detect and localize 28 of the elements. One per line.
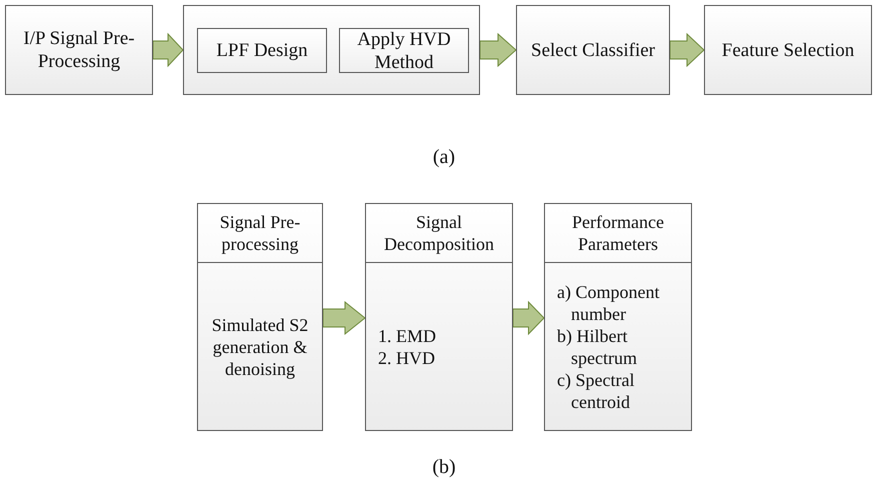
box-text: LPF Design — [216, 39, 308, 62]
box-heading: Signal Decomposition — [383, 211, 495, 255]
subfigure-label: (a) — [432, 145, 456, 170]
subfigure-label: (b) — [432, 455, 456, 480]
block-arrow — [670, 32, 705, 68]
process-box — [704, 5, 872, 95]
process-box — [544, 203, 692, 431]
box-text: I/P Signal Pre-Processing — [22, 27, 136, 73]
group-box — [183, 5, 480, 95]
sub-process-box — [339, 28, 469, 73]
process-box — [197, 203, 323, 431]
process-box — [516, 5, 670, 95]
box-text: 1. EMD — [378, 324, 436, 346]
box-text: Feature Selection — [722, 38, 854, 62]
box-text: Simulated S2 generation & denoising — [210, 314, 310, 380]
box-text: Select Classifier — [531, 38, 655, 62]
sub-process-box — [197, 28, 327, 73]
block-arrow — [322, 300, 366, 336]
box-heading: Performance Parameters — [571, 211, 665, 255]
block-arrow — [480, 32, 517, 68]
box-text: c) Spectral centroid — [557, 368, 636, 412]
block-arrow — [512, 300, 545, 336]
block-arrow — [152, 32, 184, 68]
process-box — [365, 203, 513, 431]
box-text: 2. HVD — [378, 346, 435, 368]
process-box — [5, 5, 153, 95]
box-heading: Signal Pre-processing — [218, 211, 302, 255]
box-text: Apply HVD Method — [356, 28, 452, 74]
